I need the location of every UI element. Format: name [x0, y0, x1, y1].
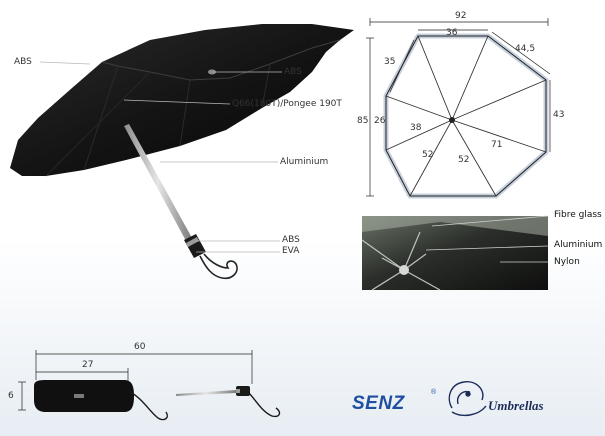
label-runner-material: ABS [284, 67, 302, 77]
label-canopy-material: Q66(180T)/Pongee 190T [232, 99, 342, 109]
wrist-strap [199, 253, 238, 280]
label-shaft-material: Aluminium [280, 157, 329, 167]
registered-mark: ® [431, 389, 437, 396]
label-handle-grip-material: EVA [282, 246, 300, 256]
label-frame-canopy-material: Nylon [554, 257, 580, 267]
brand-tagline: Umbrellas [488, 398, 544, 413]
dim-canopy-width: 92 [455, 11, 467, 21]
label-stretchers-material: Aluminium [554, 240, 603, 250]
label-tip-material: ABS [14, 57, 32, 67]
label-ribs-material: Fibre glass [554, 210, 602, 220]
label-handle-cap-material: ABS [282, 235, 300, 245]
dim-inner-bottom-right: 52 [458, 155, 470, 165]
dim-folded-diameter: 6 [8, 391, 14, 401]
umbrella-shaft [124, 124, 192, 241]
folded-umbrella [18, 350, 281, 421]
open-umbrella [10, 24, 354, 280]
dim-left-panel: 26 [374, 116, 386, 126]
folded-shaft [176, 390, 236, 396]
dim-top-edge: 36 [446, 28, 458, 38]
canopy-dimension-diagram [366, 18, 551, 199]
material-leader-lines [39, 61, 282, 253]
dim-inner-left: 38 [410, 123, 422, 133]
top-notch [208, 69, 216, 75]
dim-right-top-edge: 44,5 [515, 44, 536, 54]
dim-folded-length: 60 [134, 342, 146, 352]
brand-name: SENZ [352, 393, 405, 414]
dim-sleeve-length: 27 [82, 360, 94, 370]
senz-logo-swirl-icon [448, 381, 487, 417]
frame-closeup-photo [361, 215, 549, 291]
dim-inner-right: 71 [491, 140, 503, 150]
canopy-outline [383, 33, 549, 199]
dim-left-top-edge: 35 [384, 57, 396, 67]
dim-right-panel: 43 [553, 110, 565, 120]
dim-canopy-height: 85 [357, 116, 369, 126]
dim-inner-bottom-left: 52 [422, 150, 434, 160]
umbrella-canopy [10, 24, 354, 176]
